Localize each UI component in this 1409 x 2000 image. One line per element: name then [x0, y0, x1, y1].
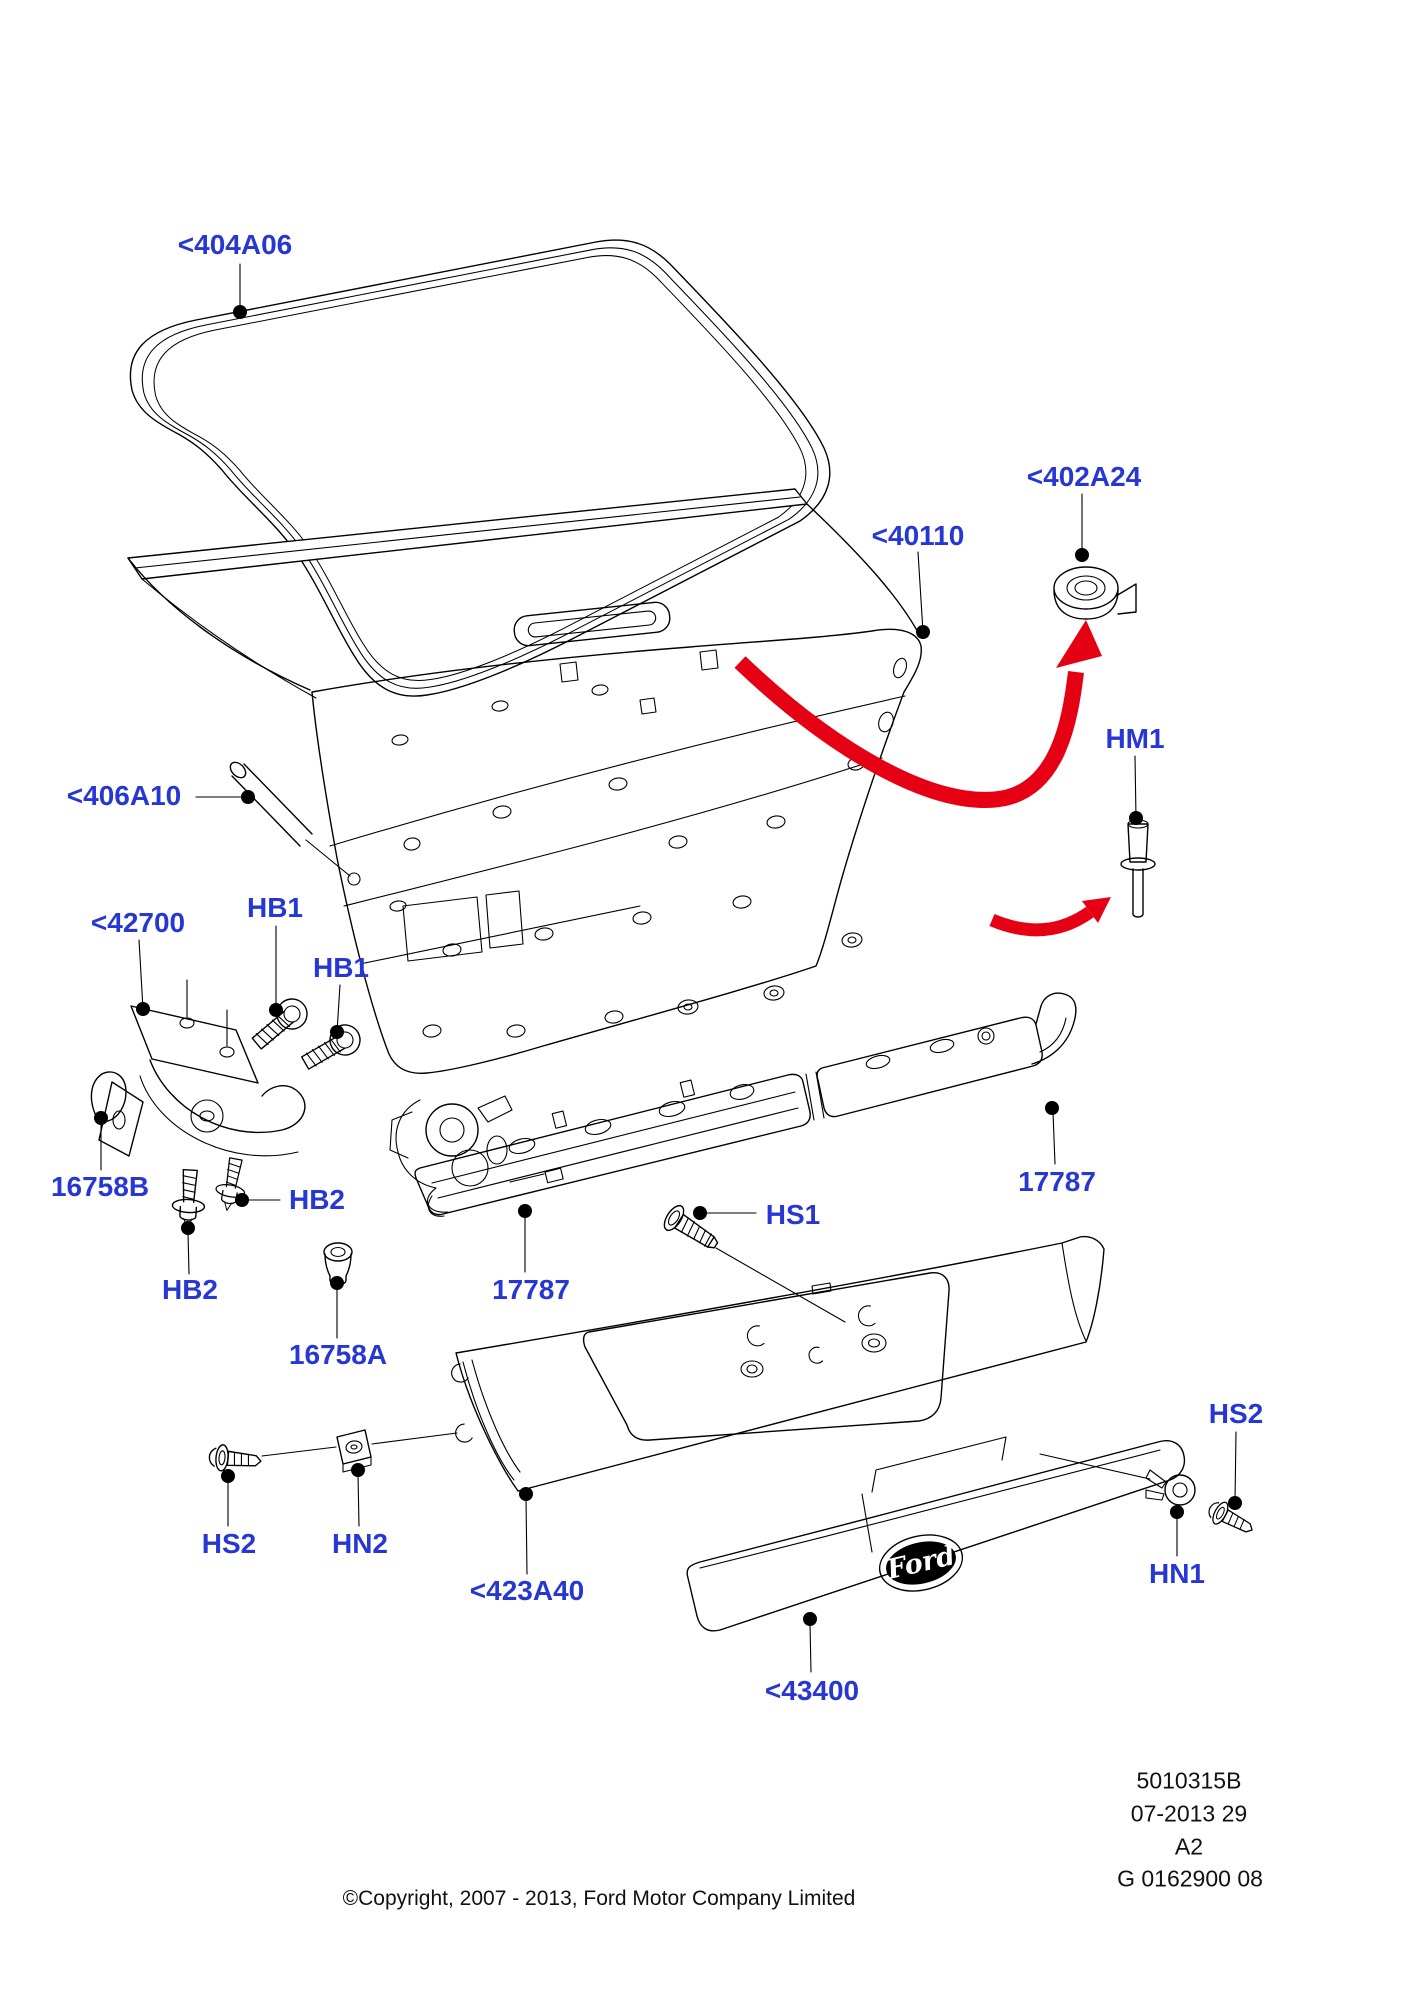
hb1-bolt-a	[246, 992, 314, 1056]
callout-402a24[interactable]: <402A24	[1026, 461, 1142, 492]
hb2-screw-a	[170, 1168, 207, 1230]
callout-406a10[interactable]: <406A10	[66, 780, 182, 811]
hn2-nut-drawing	[261, 1429, 458, 1473]
callout-dots	[94, 305, 1242, 1626]
callout-423a40[interactable]: <423A40	[469, 1575, 585, 1606]
revision-code: A2	[1174, 1833, 1204, 1860]
trim-strip-drawing	[686, 1436, 1186, 1632]
reinforcement-bar-drawing	[389, 992, 1077, 1217]
figure-code: G 0162900 08	[1117, 1865, 1263, 1892]
callout-hb2-a[interactable]: HB2	[161, 1274, 219, 1305]
callout-40110[interactable]: <40110	[871, 520, 965, 551]
callout-hn1[interactable]: HN1	[1148, 1558, 1206, 1589]
callout-17787-left[interactable]: 17787	[492, 1274, 570, 1305]
doc-number: 5010315B	[1136, 1767, 1242, 1794]
license-garnish-drawing	[451, 1235, 1105, 1492]
copyright-notice: ©Copyright, 2007 - 2013, Ford Motor Comp…	[342, 1887, 856, 1910]
hn1-grommet-drawing	[1145, 1469, 1196, 1506]
callout-hb2-b[interactable]: HB2	[288, 1184, 346, 1215]
callout-16758a[interactable]: 16758A	[288, 1339, 388, 1370]
callout-17787-right[interactable]: 17787	[1018, 1166, 1096, 1197]
callout-16758b[interactable]: 16758B	[50, 1171, 150, 1202]
trunk-lid-drawing	[127, 488, 922, 1074]
gas-strut-drawing	[229, 761, 361, 886]
callout-404a06[interactable]: <404A06	[177, 229, 293, 260]
callout-hb1-b[interactable]: HB1	[312, 952, 370, 983]
callout-hb1-a[interactable]: HB1	[246, 892, 304, 923]
hs1-screw	[663, 1204, 846, 1323]
date-code: 07-2013 29	[1130, 1800, 1248, 1827]
tape-roll-drawing	[1053, 566, 1137, 620]
hs2-screw-left	[207, 1443, 263, 1475]
callout-hn2[interactable]: HN2	[331, 1528, 389, 1559]
callout-hm1[interactable]: HM1	[1105, 723, 1165, 754]
rivet-pin-drawing	[1120, 819, 1156, 918]
red-arrow-right	[989, 897, 1111, 937]
ford-oval-badge	[878, 1534, 964, 1592]
red-arrow-up	[734, 620, 1102, 808]
callout-hs2-right[interactable]: HS2	[1208, 1398, 1264, 1429]
callout-hs1[interactable]: HS1	[765, 1199, 821, 1230]
callout-42700[interactable]: <42700	[90, 907, 186, 938]
callout-hs2-left[interactable]: HS2	[201, 1528, 257, 1559]
callout-43400[interactable]: <43400	[764, 1675, 860, 1706]
leader-lines	[100, 263, 1237, 1673]
hinge-drawing	[98, 979, 306, 1157]
